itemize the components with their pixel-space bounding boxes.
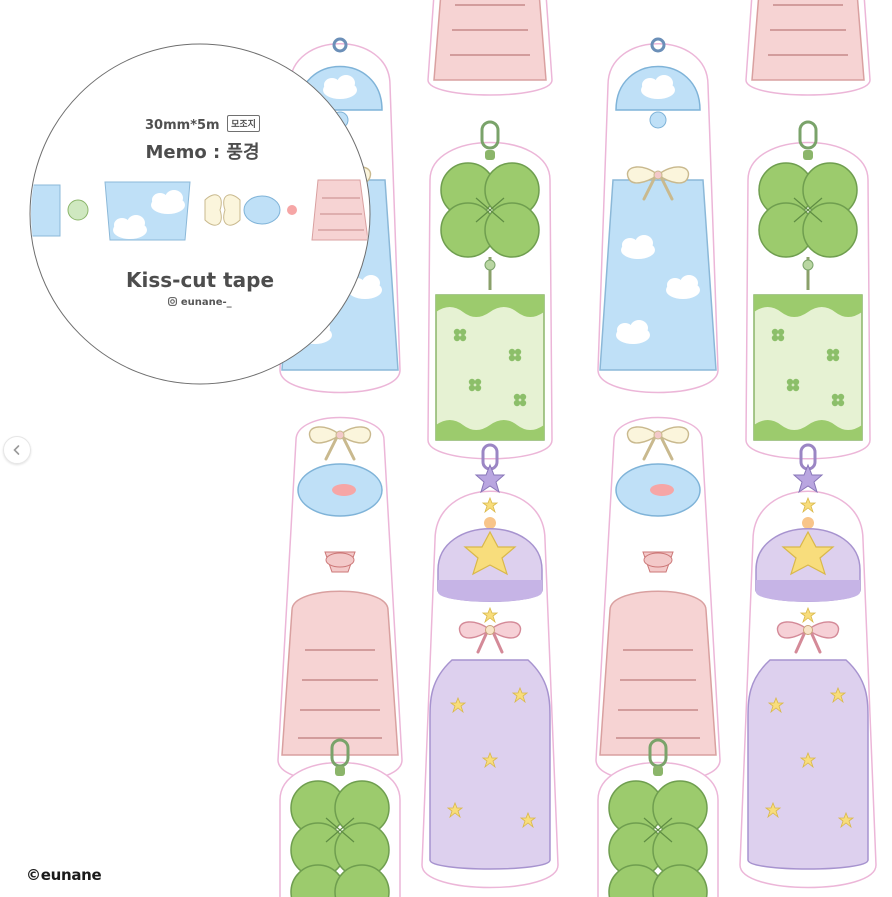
blue-chime-sticker <box>598 39 718 393</box>
tape-size: 30mm*5m <box>145 118 220 133</box>
paper-tag: 모조지 <box>227 115 260 132</box>
tape-roll-circle <box>29 43 371 385</box>
lavender-chime-sticker <box>740 445 876 888</box>
tape-spec: 30mm*5m 모조지 <box>130 115 275 133</box>
copyright-watermark: ©eunane <box>26 866 102 884</box>
clover-chime-sticker <box>428 122 552 459</box>
pink-memo-sticker <box>745 0 871 96</box>
product-name: Memo : 풍경 <box>145 142 260 163</box>
instagram-handle: eunane-_ <box>120 297 280 308</box>
chevron-left-icon <box>13 445 20 455</box>
instagram-handle-text: eunane-_ <box>180 297 232 308</box>
tape-type: Kiss-cut tape <box>125 268 275 292</box>
lavender-chime-sticker <box>422 445 558 888</box>
carousel-prev-button[interactable] <box>3 436 31 464</box>
instagram-icon <box>168 297 178 306</box>
pink-chime-sticker <box>278 418 402 783</box>
tape-strip <box>31 179 369 241</box>
pink-chime-sticker <box>596 418 720 783</box>
clover-chime-sticker <box>746 122 870 459</box>
pink-memo-sticker <box>427 0 553 96</box>
